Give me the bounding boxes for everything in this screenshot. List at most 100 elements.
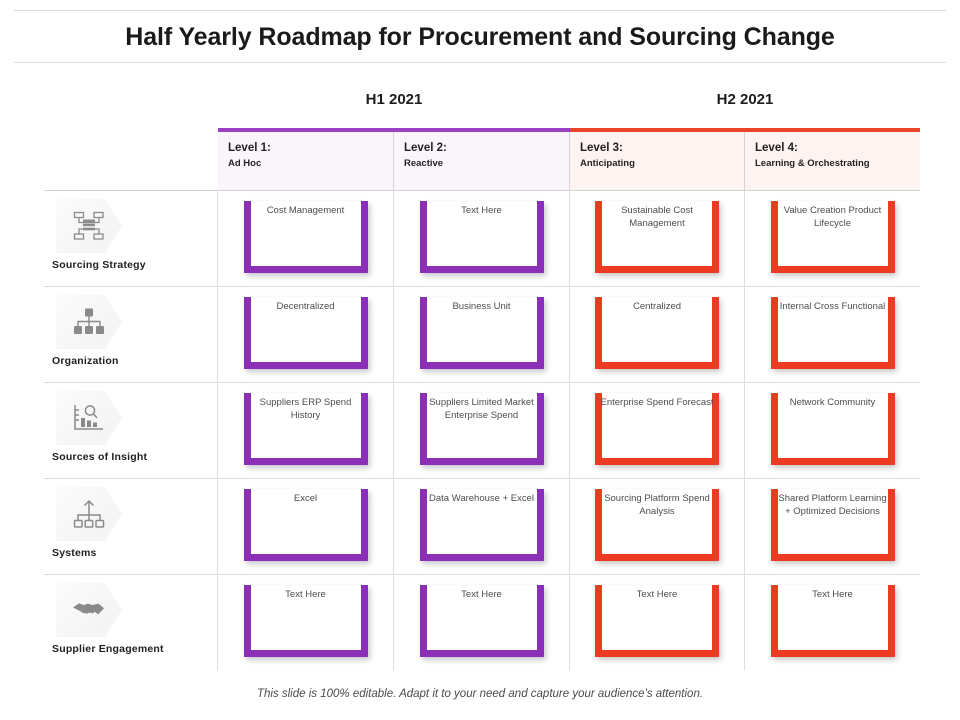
milestone-text: Centralized <box>632 301 682 312</box>
column-header-title: Level 4: <box>755 142 798 154</box>
milestone-text: Value Creation Product Lifecycle <box>783 205 882 229</box>
column-header-subtitle: Reactive <box>404 158 444 169</box>
milestone-box[interactable]: Sustainable Cost Management <box>595 201 719 273</box>
bar-chart-magnifier-icon <box>56 391 122 445</box>
milestone-text: Shared Platform Learning + Optimized Dec… <box>778 493 887 517</box>
row-label: Systems <box>52 547 97 559</box>
milestone-text: Suppliers ERP Spend History <box>259 397 352 421</box>
milestone-box[interactable]: Text Here <box>770 585 895 657</box>
matrix-cell[interactable]: Suppliers ERP Spend History <box>218 383 394 478</box>
half-year-label-h1: H1 2021 <box>365 91 423 108</box>
milestone-box[interactable]: Network Community <box>770 393 895 465</box>
milestone-box[interactable]: Excel <box>243 489 368 561</box>
row-header-organization[interactable]: Organization <box>44 287 218 382</box>
matrix-cell[interactable]: Decentralized <box>218 287 394 382</box>
matrix-cell[interactable]: Data Warehouse + Excel <box>394 479 570 574</box>
matrix-cell[interactable]: Business Unit <box>394 287 570 382</box>
matrix-cell[interactable]: Value Creation Product Lifecycle <box>745 191 920 286</box>
column-header-subtitle: Anticipating <box>580 158 635 169</box>
matrix-header-row: Level 1: Ad Hoc Level 2: Reactive Level … <box>44 132 920 190</box>
accent-bar-h2 <box>570 128 920 132</box>
roadmap-matrix: Level 1: Ad Hoc Level 2: Reactive Level … <box>44 128 920 673</box>
matrix-cell[interactable]: Text Here <box>394 575 570 670</box>
milestone-text: Enterprise Spend Forecast <box>600 397 714 408</box>
handshake-icon <box>56 583 122 637</box>
matrix-cell[interactable]: Suppliers Limited Market Enterprise Spen… <box>394 383 570 478</box>
row-header-sources-of-insight[interactable]: Sources of Insight <box>44 383 218 478</box>
column-header-title: Level 3: <box>580 142 623 154</box>
row-header-sourcing-strategy[interactable]: Sourcing Strategy <box>44 191 218 286</box>
milestone-box[interactable]: Internal Cross Functional <box>770 297 895 369</box>
milestone-box[interactable]: Enterprise Spend Forecast <box>595 393 719 465</box>
column-header-level-4[interactable]: Level 4: Learning & Orchestrating <box>745 132 920 190</box>
title-rule-bottom <box>14 62 946 63</box>
hierarchy-arrow-icon <box>56 487 122 541</box>
milestone-box[interactable]: Text Here <box>243 585 368 657</box>
milestone-text: Business Unit <box>452 301 511 312</box>
row-header-systems[interactable]: Systems <box>44 479 218 574</box>
matrix-row: Organization Decentralized Business Unit Ce… <box>44 286 920 382</box>
milestone-text: Text Here <box>461 589 502 600</box>
matrix-cell[interactable]: Text Here <box>570 575 745 670</box>
milestone-text: Sustainable Cost Management <box>621 205 693 229</box>
milestone-text: Cost Management <box>266 205 345 216</box>
column-header-level-1[interactable]: Level 1: Ad Hoc <box>218 132 394 190</box>
milestone-text: Data Warehouse + Excel <box>429 493 534 504</box>
milestone-text: Sourcing Platform Spend Analysis <box>604 493 710 517</box>
matrix-cell[interactable]: Sustainable Cost Management <box>570 191 745 286</box>
row-label: Supplier Engagement <box>52 643 164 655</box>
matrix-cell[interactable]: Cost Management <box>218 191 394 286</box>
milestone-box[interactable]: Suppliers ERP Spend History <box>243 393 368 465</box>
matrix-cell[interactable]: Network Community <box>745 383 920 478</box>
network-nodes-icon <box>56 199 122 253</box>
column-header-subtitle: Learning & Orchestrating <box>755 158 870 169</box>
milestone-box[interactable]: Centralized <box>595 297 719 369</box>
milestone-box[interactable]: Decentralized <box>243 297 368 369</box>
column-header-title: Level 2: <box>404 142 447 154</box>
matrix-cell[interactable]: Sourcing Platform Spend Analysis <box>570 479 745 574</box>
matrix-cell[interactable]: Enterprise Spend Forecast <box>570 383 745 478</box>
row-label: Organization <box>52 355 119 367</box>
milestone-box[interactable]: Suppliers Limited Market Enterprise Spen… <box>419 393 544 465</box>
matrix-row: Sourcing Strategy Cost Management Text Her… <box>44 190 920 286</box>
row-header-supplier-engagement[interactable]: Supplier Engagement <box>44 575 218 670</box>
column-header-level-2[interactable]: Level 2: Reactive <box>394 132 570 190</box>
accent-bar-h1 <box>218 128 570 132</box>
milestone-text: Suppliers Limited Market Enterprise Spen… <box>429 397 534 421</box>
milestone-text: Internal Cross Functional <box>779 301 886 312</box>
matrix-row: Sources of Insight Suppliers ERP Spend Hi… <box>44 382 920 478</box>
matrix-cell[interactable]: Text Here <box>394 191 570 286</box>
row-label: Sourcing Strategy <box>52 259 146 271</box>
milestone-box[interactable]: Sourcing Platform Spend Analysis <box>595 489 719 561</box>
matrix-cell[interactable]: Internal Cross Functional <box>745 287 920 382</box>
column-header-title: Level 1: <box>228 142 271 154</box>
row-label: Sources of Insight <box>52 451 148 463</box>
milestone-box[interactable]: Business Unit <box>419 297 544 369</box>
matrix-cell[interactable]: Centralized <box>570 287 745 382</box>
milestone-box[interactable]: Text Here <box>419 201 544 273</box>
milestone-box[interactable]: Data Warehouse + Excel <box>419 489 544 561</box>
milestone-text: Text Here <box>285 589 326 600</box>
milestone-text: Text Here <box>461 205 502 216</box>
milestone-box[interactable]: Text Here <box>595 585 719 657</box>
header-corner-spacer <box>44 132 218 190</box>
milestone-text: Text Here <box>636 589 678 600</box>
milestone-text: Network Community <box>789 397 876 408</box>
matrix-cell[interactable]: Text Here <box>745 575 920 670</box>
matrix-cell[interactable]: Shared Platform Learning + Optimized Dec… <box>745 479 920 574</box>
matrix-cell[interactable]: Excel <box>218 479 394 574</box>
matrix-cell[interactable]: Text Here <box>218 575 394 670</box>
matrix-row: Supplier Engagement Text Here Text Here Tex… <box>44 574 920 670</box>
milestone-box[interactable]: Value Creation Product Lifecycle <box>770 201 895 273</box>
milestone-text: Text Here <box>812 589 853 600</box>
milestone-box[interactable]: Text Here <box>419 585 544 657</box>
column-header-subtitle: Ad Hoc <box>228 158 262 169</box>
column-header-level-3[interactable]: Level 3: Anticipating <box>570 132 745 190</box>
milestone-text: Decentralized <box>276 301 335 312</box>
milestone-box[interactable]: Shared Platform Learning + Optimized Dec… <box>770 489 895 561</box>
matrix-row: Systems Excel Data Warehouse + Excel Sourci… <box>44 478 920 574</box>
milestone-box[interactable]: Cost Management <box>243 201 368 273</box>
page-title: Half Yearly Roadmap for Procurement and … <box>125 23 835 51</box>
